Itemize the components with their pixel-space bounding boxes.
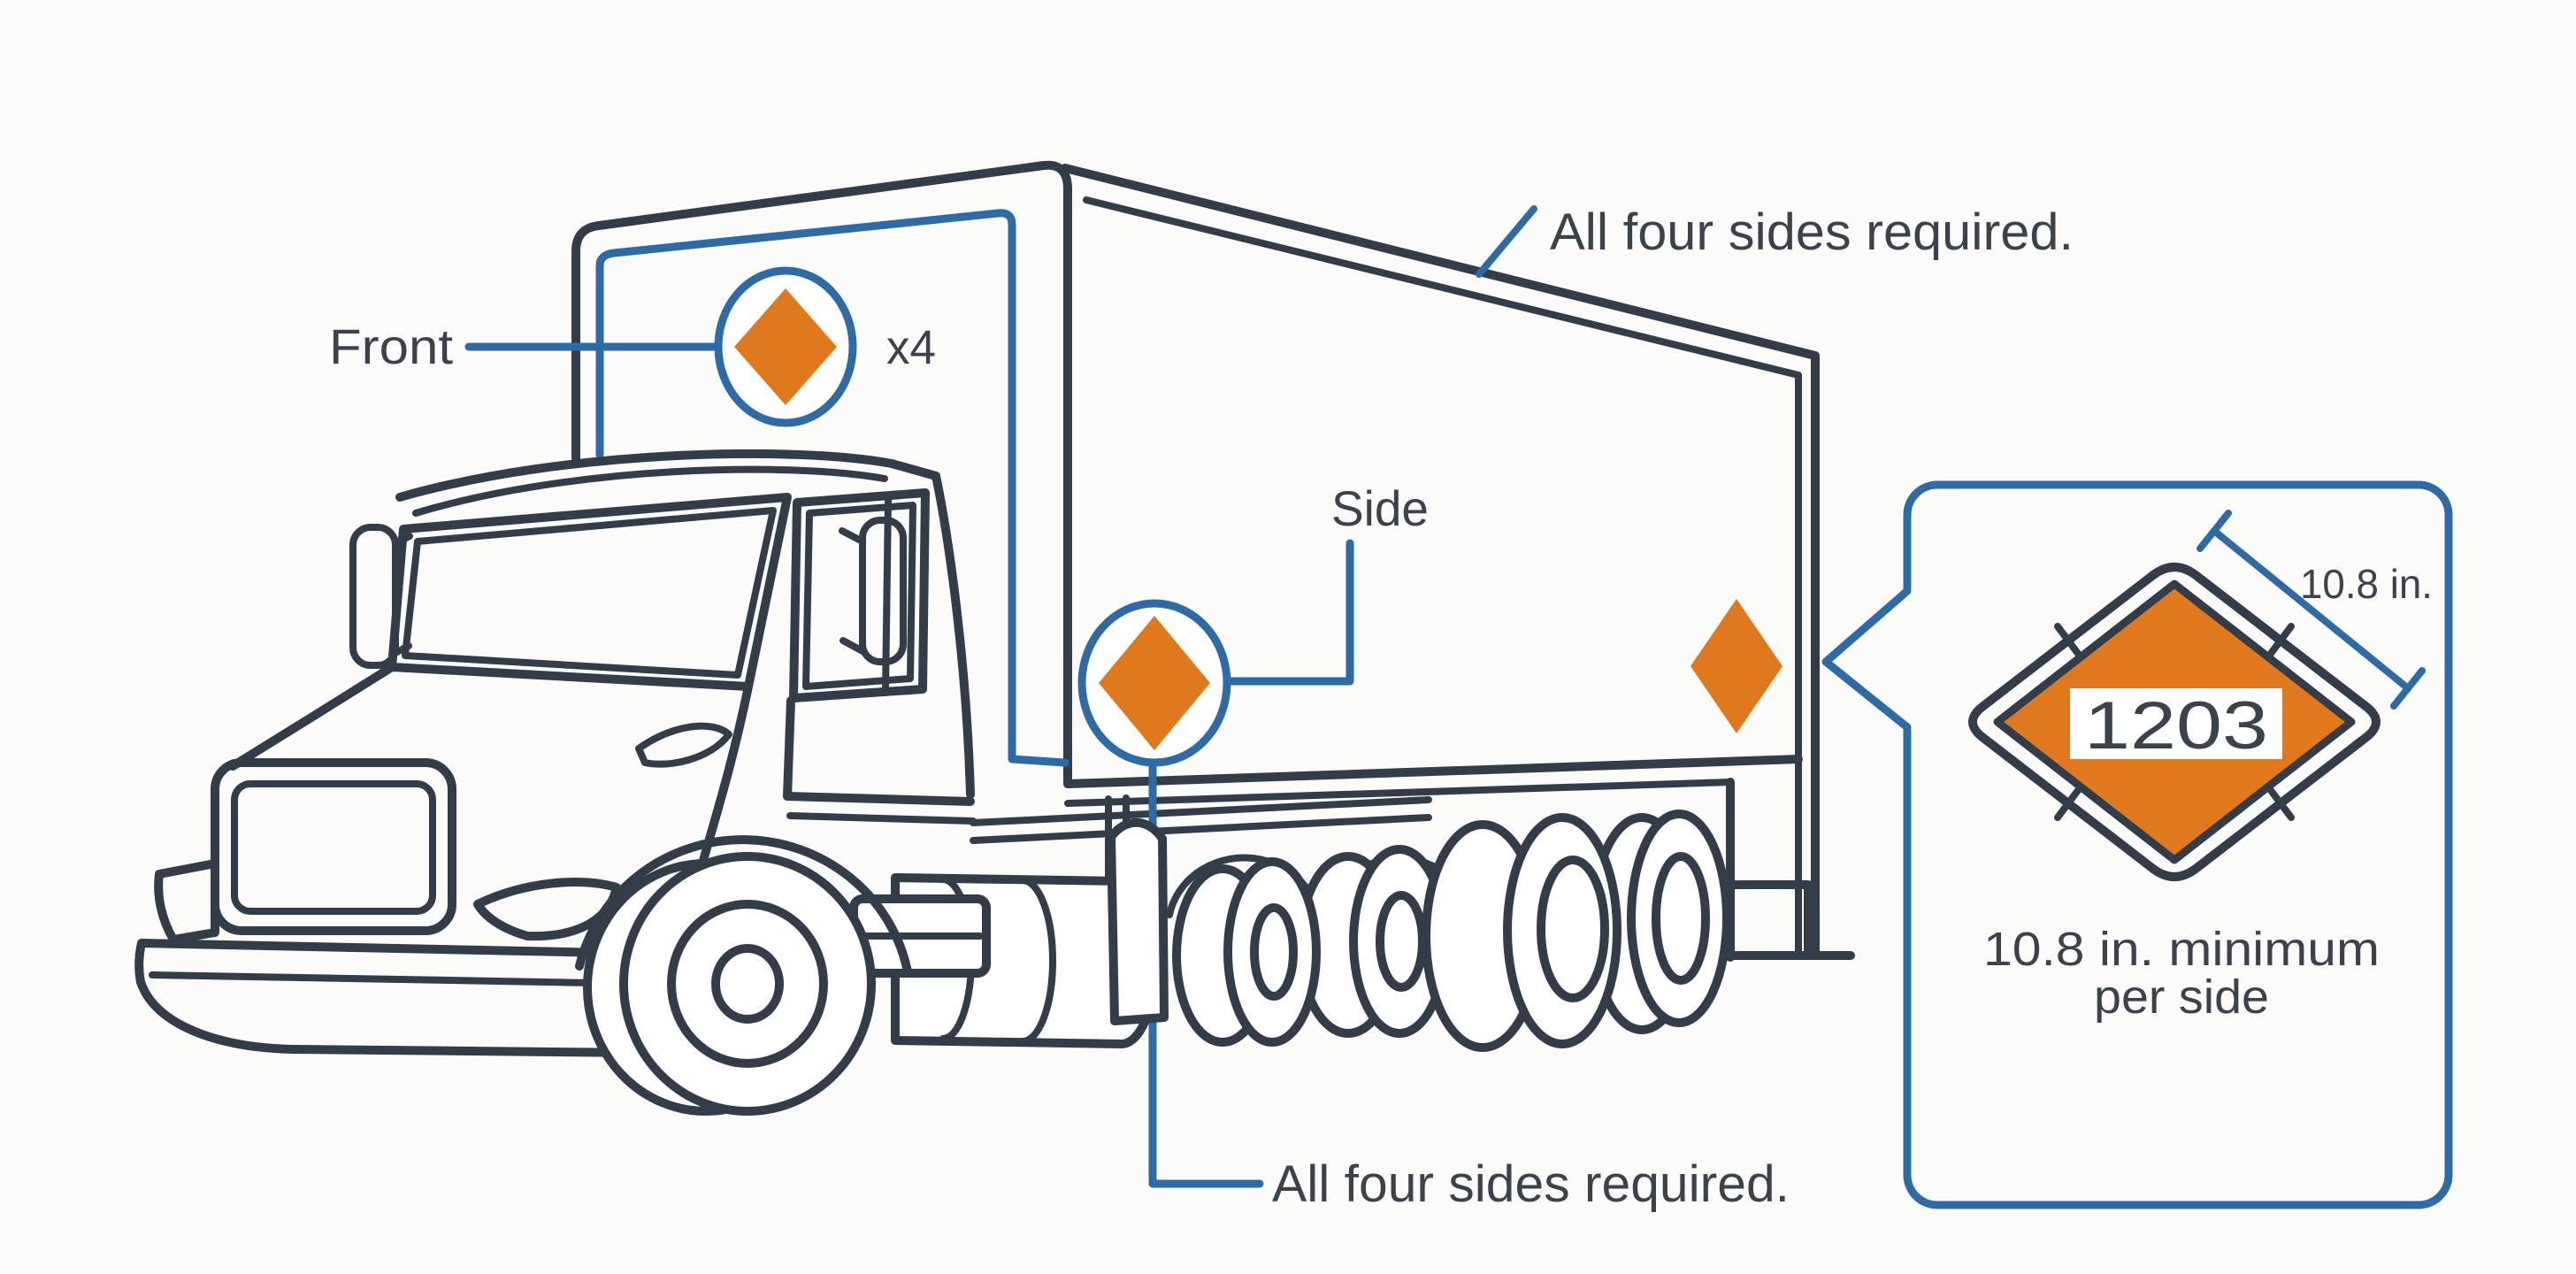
front-label: Front: [329, 318, 453, 374]
top-note-callout: All four sides required.: [1476, 203, 2074, 278]
left-mirror: [349, 524, 399, 669]
front-placard-callout: Front x4: [329, 266, 936, 427]
side-placard-diamond-icon: [1099, 616, 1210, 750]
frame-rail-upper: [970, 796, 1432, 826]
door-window-outer: [789, 488, 930, 702]
drive-wheel-1-hub: [1250, 903, 1298, 1001]
right-mirror-arms: [839, 527, 866, 655]
dimension-end-ticks: [2196, 510, 2426, 710]
dimension-label: 10.8 in.: [2300, 561, 2433, 607]
cowl-side-line: [697, 682, 753, 871]
cab-rocker-line: [786, 812, 977, 825]
callout-pointer: [1821, 587, 1912, 732]
cab-roof-inner: [412, 465, 888, 517]
left-mirror-arms: [392, 533, 413, 656]
side-leader-line: [1227, 539, 1354, 686]
callout-box: [1903, 480, 2453, 1209]
door-rear-edge: [932, 472, 975, 799]
door-window-inner: [802, 502, 916, 690]
bottom-note: All four sides required.: [1272, 1155, 1790, 1213]
trailer-wheels: [1422, 810, 1731, 1052]
fuel-tank-seam-2: [1019, 877, 1056, 1045]
drive-wheels: [1166, 845, 1479, 1047]
minimum-size-line2: per side: [2094, 971, 2269, 1024]
side-placard-callout: Side All four sides required.: [1077, 480, 1790, 1213]
trailer-bottom-rail: [1063, 755, 1803, 788]
front-placard-diamond-icon: [734, 288, 837, 405]
front-wheel-hub: [711, 944, 784, 1024]
placard-number: 1203: [2084, 688, 2268, 764]
grille-outer: [211, 758, 456, 935]
windshield-inner: [402, 507, 777, 679]
left-headlight: [154, 859, 219, 944]
trailer-bottom-rail-lower: [1064, 779, 1734, 807]
front-wheel-arch: [575, 835, 912, 976]
placard-frame-outer: [1968, 563, 2380, 881]
trailer: [571, 160, 1855, 962]
right-mirror: [859, 517, 907, 665]
front-wheel: [583, 852, 876, 1116]
trailer-rear-frame: [1726, 778, 1855, 962]
frame-rail-lower: [970, 814, 1432, 844]
minimum-size-line1: 10.8 in. minimum: [1983, 923, 2380, 976]
cab-side-vent-swoosh: [635, 722, 732, 768]
hood-top-edge: [228, 663, 396, 771]
trailer-wheel-2-hub: [1652, 852, 1710, 985]
callout-pointer-gap: [1900, 589, 1914, 729]
drive-wheel-mud-flap: [1107, 817, 1169, 1025]
trailer-front-face-outline: [571, 160, 1072, 788]
placard-frame-ticks: [2054, 623, 2295, 821]
top-note-leader: [1476, 205, 1537, 278]
trailer-front-face-highlight: [595, 209, 1070, 767]
chassis: [849, 796, 1731, 1052]
trailer-wheel-1-hub: [1537, 856, 1609, 1002]
bumper-crease: [149, 971, 648, 987]
side-label: Side: [1331, 480, 1429, 536]
placard-number-plate: [2070, 688, 2282, 759]
grille-inner: [231, 780, 436, 915]
dimension-line: [2211, 527, 2411, 692]
cab: [134, 449, 977, 1116]
trailer-side-outline: [1061, 164, 1820, 958]
top-note: All four sides required.: [1550, 203, 2074, 261]
rear-placard-diamond-icon: [1690, 599, 1782, 733]
cab-roof: [395, 449, 940, 502]
front-multiplier-label: x4: [886, 321, 936, 374]
door-front-edge: [783, 696, 795, 801]
placard-detail-callout: 1203 10.8 in. 10.8 in. minimum per side: [1821, 480, 2453, 1209]
drive-wheel-2-hub: [1376, 891, 1427, 992]
door-bottom-edge: [783, 792, 975, 806]
